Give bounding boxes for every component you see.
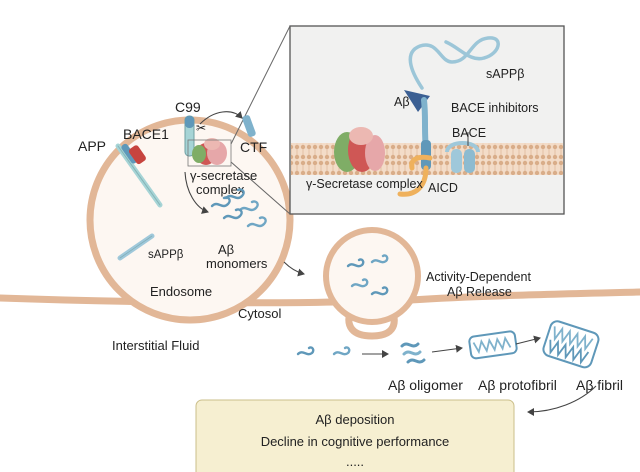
- aicd-strand: [397, 165, 429, 197]
- ctf-label: CTF: [240, 139, 267, 155]
- zoom-focus-box: [187, 139, 232, 167]
- cell-membrane: [0, 288, 640, 340]
- abeta-monomer: [238, 200, 259, 212]
- endosome-label: Endosome: [150, 284, 212, 299]
- inset-zoom-line-bottom: [230, 161, 291, 215]
- endosome-contents: sAPPβ Aβ monomers Endosome: [117, 188, 268, 299]
- inset-sappb-label: sAPPβ: [486, 67, 524, 81]
- bace1-label: BACE1: [123, 126, 169, 142]
- gamma-secretase-label-line1: γ-secretase: [190, 168, 257, 183]
- vesicle-abeta: [350, 278, 369, 288]
- gamma-secretase-label-line2: complex: [196, 182, 245, 197]
- bace1-enzyme: [128, 145, 146, 165]
- outcome-line-deposition: Aβ deposition: [315, 412, 394, 427]
- ctf-fragment: [242, 115, 256, 137]
- inset-bace-inhibitors-label: BACE inhibitors: [451, 101, 539, 115]
- abeta-monomer: [246, 216, 267, 228]
- c99-label: C99: [175, 99, 201, 115]
- abeta-oligomer-icon: [400, 342, 426, 364]
- scissors-icon: ✂: [196, 121, 206, 135]
- release-label-line1: Activity-Dependent: [426, 270, 531, 284]
- aggregation-pathway: Aβ oligomer Aβ protofibril Aβ fibril: [296, 320, 623, 416]
- arrow-fibril-to-outcome: [527, 385, 597, 416]
- vesicle-abeta: [370, 286, 389, 296]
- vesicle-abeta: [370, 254, 389, 264]
- abeta-protofibril-icon: [468, 330, 518, 360]
- app-protein-outline: [117, 145, 161, 206]
- outcome-box-frame: [195, 399, 515, 472]
- arrow-endosome-to-vesicle: [283, 261, 305, 277]
- protofibril-label: Aβ protofibril: [478, 377, 557, 393]
- vesicle-contents: [346, 254, 389, 296]
- app-processing-cluster: ✂ APP BACE1 C99 CTF γ-secretase complex: [78, 99, 305, 277]
- app-label: APP: [78, 138, 106, 154]
- c99-abeta-segment: [185, 116, 194, 128]
- arrow-protofibril-to-fibril: [515, 335, 541, 345]
- outcome-box: Aβ deposition Decline in cognitive perfo…: [195, 399, 515, 472]
- inset-zoom-line-top: [230, 25, 291, 145]
- release-vesicle: [323, 227, 421, 325]
- app-abeta-segment: [121, 143, 138, 164]
- arrow-to-monomers: [184, 171, 209, 214]
- abeta-monomer: [224, 188, 245, 200]
- free-abeta-monomer: [296, 346, 315, 356]
- inset-anchor: [409, 154, 433, 171]
- inset-abeta-label: Aβ: [394, 95, 410, 109]
- abeta-monomer: [222, 208, 243, 220]
- arrow-c99-to-ctf: [199, 110, 243, 125]
- cytosol-label: Cytosol: [238, 306, 281, 321]
- fibril-label: Aβ fibril: [576, 377, 623, 393]
- inset-gamma-secretase: [334, 127, 385, 172]
- release-label-line2: Aβ Release: [447, 285, 512, 299]
- sappb-strand: [408, 36, 500, 90]
- bace-inhibitor-icon: [404, 90, 430, 112]
- oligomer-label: Aβ oligomer: [388, 377, 463, 393]
- endosome-sappb-label: sAPPβ: [148, 249, 184, 261]
- bace-mechanism-inset: sAPPβ Aβ BACE inhibitors BACE γ-Secretas…: [230, 25, 565, 215]
- outcome-line-ellipsis: .....: [346, 454, 364, 469]
- inset-gamma-secretase-label: γ-Secretase complex: [306, 177, 423, 191]
- abeta-monomers-label-line1: Aβ: [218, 242, 234, 257]
- arrow-oligomer-to-protofibril: [431, 344, 463, 353]
- gamma-secretase-complex: [192, 138, 227, 165]
- inset-bace-label: BACE: [452, 126, 486, 140]
- inset-aicd-label: AICD: [428, 181, 458, 195]
- inset-bace-enzyme: [445, 141, 480, 173]
- abeta-fibril-icon: [542, 320, 600, 369]
- endosome-sappb-rod-outline: [119, 235, 153, 259]
- interstitial-fluid-label: Interstitial Fluid: [112, 338, 199, 353]
- vesicle-abeta: [346, 258, 365, 268]
- abeta-monomer: [210, 196, 231, 208]
- abeta-monomers-label-line2: monomers: [206, 256, 268, 271]
- outcome-line-cognitive-decline: Decline in cognitive performance: [261, 434, 450, 449]
- free-abeta-monomer: [332, 346, 351, 356]
